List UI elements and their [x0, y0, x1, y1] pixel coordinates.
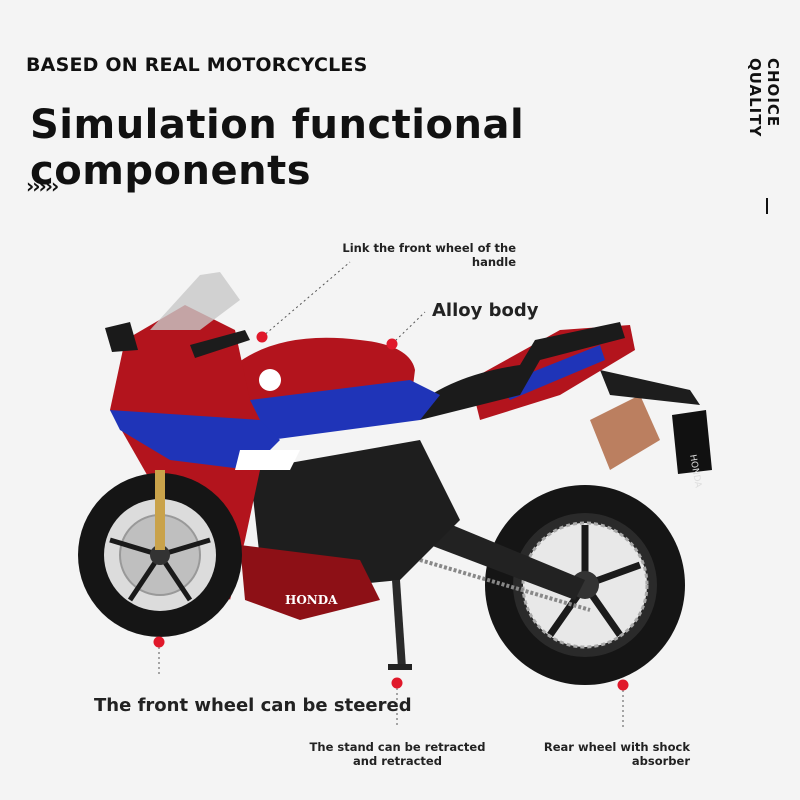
windscreen [150, 272, 240, 330]
page-title: Simulation functional components [30, 102, 525, 194]
dot-rear-wheel [617, 679, 629, 691]
side-quality-label: CHOICE QUALITY [746, 58, 782, 138]
lower-cowl [240, 545, 380, 620]
drive-chain [419, 558, 591, 612]
tail-stripe [500, 345, 605, 400]
callout-rear-wheel: Rear wheel with shock absorber [543, 740, 690, 768]
dot-front-wheel-steer [153, 636, 165, 648]
chevron-arrows-icon: ››››› [26, 174, 59, 198]
kickstand-foot [388, 664, 412, 670]
tank-logo-badge [259, 369, 281, 391]
tail-rack [600, 370, 700, 405]
handlebar [190, 330, 250, 358]
callout-alloy-body: Alloy body [432, 300, 539, 321]
dot-alloy-body [386, 338, 398, 350]
engine [250, 440, 460, 590]
tank-stripe [250, 380, 440, 440]
callout-front-wheel-link: Link the front wheel of the handle [342, 241, 516, 269]
fairing-brand: HONDA [285, 593, 338, 607]
front-fork [155, 470, 165, 550]
license-plate [672, 410, 712, 474]
kicker-text: BASED ON REAL MOTORCYCLES [26, 54, 368, 76]
fairing-blue-panel [110, 410, 280, 470]
dot-stand [391, 677, 403, 689]
fairing-white-panel [235, 450, 300, 470]
kickstand [392, 580, 406, 668]
rear-wheel [485, 485, 685, 685]
dot-front-wheel-link [256, 331, 268, 343]
callout-stand: The stand can be retracted and retracted [309, 740, 486, 768]
seat [410, 322, 625, 420]
exhaust-muffler [590, 395, 660, 470]
callout-dots [153, 331, 629, 691]
side-mirror [105, 322, 138, 352]
swingarm [430, 520, 585, 600]
side-divider [766, 198, 768, 214]
callout-front-wheel-steer: The front wheel can be steered [94, 695, 412, 716]
